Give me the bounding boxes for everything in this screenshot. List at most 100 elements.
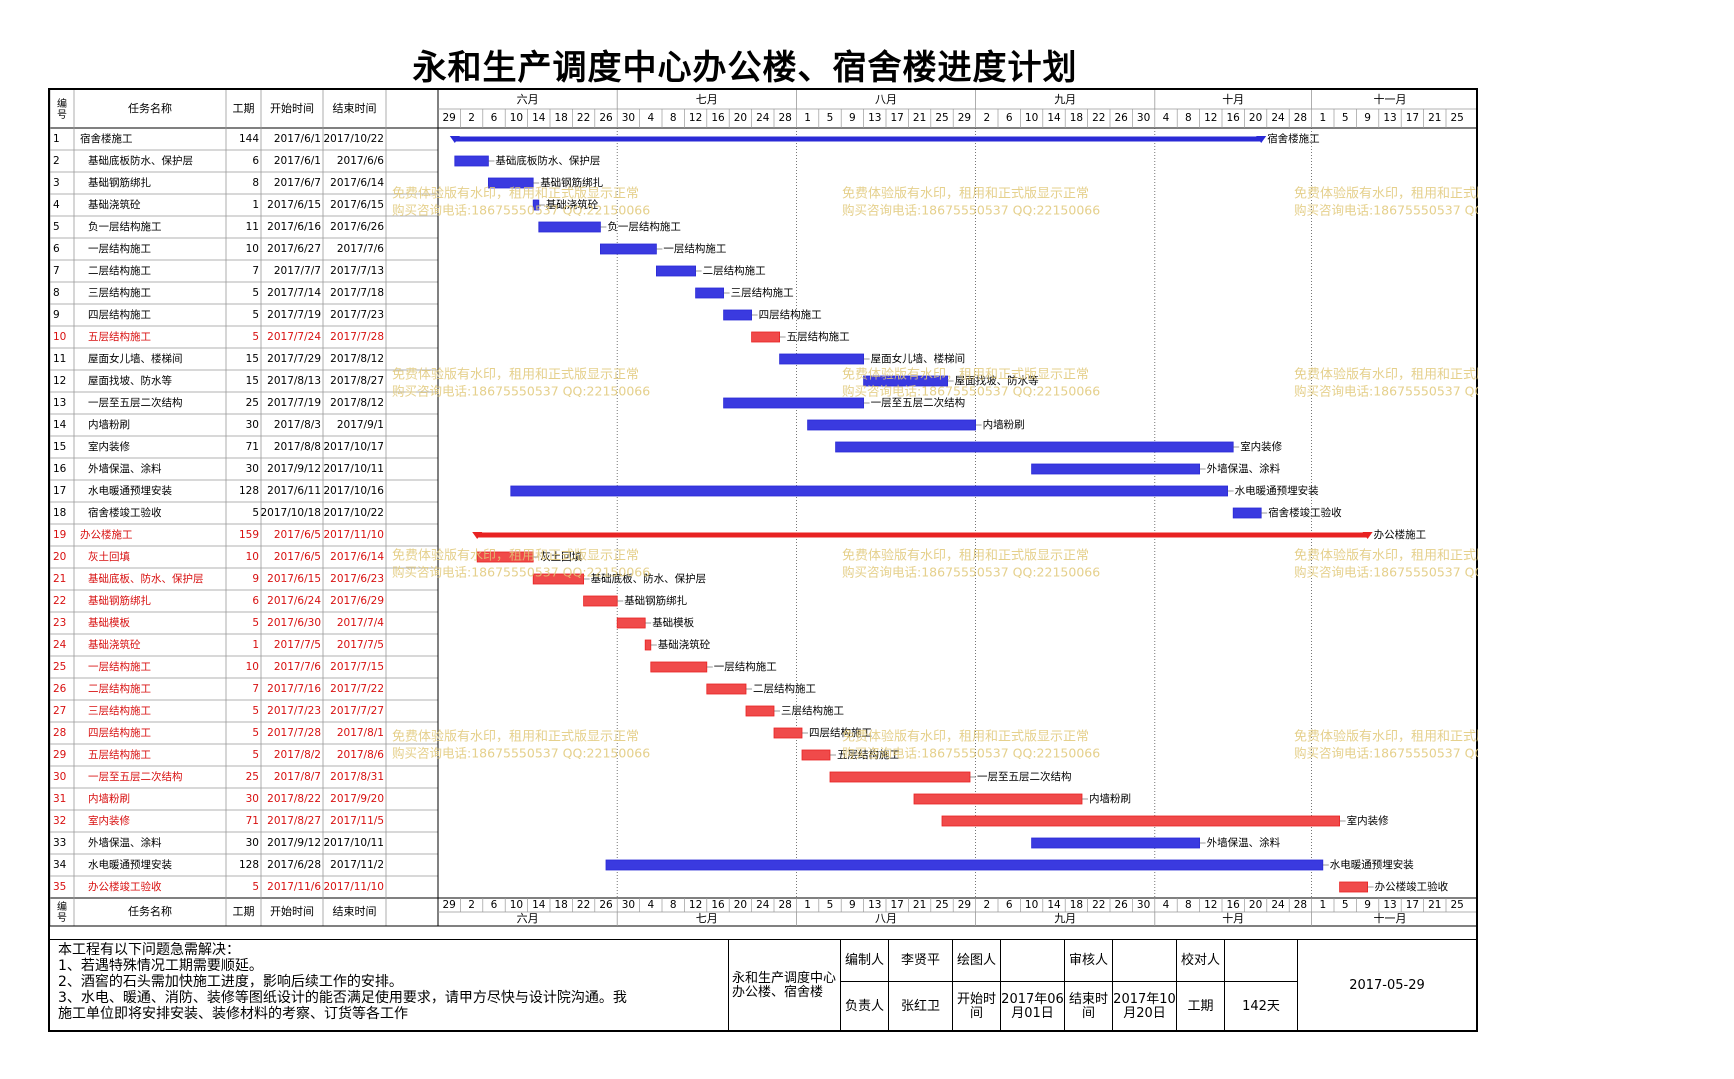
task-bar bbox=[695, 287, 724, 299]
task-start: 2017/11/6 bbox=[267, 881, 321, 893]
task-bar bbox=[801, 749, 831, 761]
task-id: 27 bbox=[53, 705, 66, 717]
tick-label: 4 bbox=[1163, 112, 1170, 124]
bar-label: 四层结构施工 bbox=[759, 308, 822, 321]
tick-label: 26 bbox=[599, 112, 613, 124]
reviewer-label: 审核人 bbox=[1064, 940, 1112, 982]
tick-label: 18 bbox=[1070, 112, 1083, 124]
task-duration: 10 bbox=[246, 243, 259, 255]
tick-label: 10 bbox=[1025, 899, 1038, 911]
tick-label: 2 bbox=[983, 899, 990, 911]
tick-label: 24 bbox=[1271, 899, 1285, 911]
task-duration: 10 bbox=[246, 551, 259, 563]
watermark-text: 购买咨询电话:18675550537 QQ:22150066 bbox=[1294, 384, 1478, 399]
task-end: 2017/7/13 bbox=[330, 265, 384, 277]
bar-label: 二层结构施工 bbox=[753, 682, 816, 695]
task-name: 一层结构施工 bbox=[88, 660, 151, 673]
task-id: 6 bbox=[53, 243, 60, 255]
tick-label: 12 bbox=[1204, 899, 1217, 911]
task-bar bbox=[779, 353, 864, 365]
tick-label: 16 bbox=[1227, 112, 1241, 124]
task-bar bbox=[723, 397, 864, 409]
tick-label: 10 bbox=[510, 112, 523, 124]
task-bar bbox=[1339, 881, 1368, 893]
tick-label: 6 bbox=[1006, 899, 1013, 911]
task-id: 25 bbox=[53, 661, 66, 673]
bar-label: 水电暖通预埋安装 bbox=[1330, 858, 1414, 871]
task-start: 2017/6/28 bbox=[267, 859, 321, 871]
task-bar bbox=[487, 177, 534, 189]
summary-start-marker bbox=[472, 532, 483, 539]
tick-label: 10 bbox=[510, 899, 523, 911]
bar-label: 基础模板 bbox=[652, 616, 694, 629]
tick-label: 9 bbox=[1364, 899, 1371, 911]
task-duration: 7 bbox=[252, 683, 259, 695]
tick-label: 30 bbox=[622, 112, 635, 124]
task-duration: 5 bbox=[252, 331, 259, 343]
tick-label: 1 bbox=[1319, 899, 1326, 911]
task-id: 17 bbox=[53, 485, 66, 497]
task-start: 2017/6/7 bbox=[274, 177, 321, 189]
tick-label: 22 bbox=[577, 899, 590, 911]
bar-label: 一层至五层二次结构 bbox=[871, 396, 966, 409]
bar-label: 办公楼施工 bbox=[1374, 528, 1427, 541]
task-id: 10 bbox=[53, 331, 66, 343]
task-name: 二层结构施工 bbox=[88, 682, 151, 695]
tick-label: 2 bbox=[468, 899, 475, 911]
task-duration: 15 bbox=[246, 353, 259, 365]
tick-label: 14 bbox=[532, 112, 546, 124]
month-label: 八月 bbox=[875, 93, 897, 106]
month-label: 十月 bbox=[1222, 92, 1244, 106]
task-duration: 128 bbox=[239, 485, 259, 497]
watermark-text: 购买咨询电话:18675550537 QQ:22150066 bbox=[1294, 746, 1478, 761]
tick-label: 30 bbox=[622, 899, 635, 911]
watermark-text: 购买咨询电话:18675550537 QQ:22150066 bbox=[842, 565, 1100, 580]
task-end: 2017/6/6 bbox=[337, 155, 384, 167]
task-duration: 5 bbox=[252, 617, 259, 629]
task-end: 2017/7/28 bbox=[330, 331, 384, 343]
task-end: 2017/7/22 bbox=[330, 683, 384, 695]
task-bar bbox=[835, 441, 1234, 453]
tick-label: 25 bbox=[935, 899, 948, 911]
task-bar bbox=[706, 683, 747, 695]
task-duration: 5 bbox=[252, 727, 259, 739]
task-start: 2017/7/19 bbox=[267, 397, 321, 409]
tick-label: 16 bbox=[711, 112, 725, 124]
task-id: 9 bbox=[53, 309, 60, 321]
chart-frame bbox=[48, 88, 1478, 1032]
task-end: 2017/11/2 bbox=[330, 859, 384, 871]
task-name: 基础模板 bbox=[88, 616, 130, 629]
task-id: 1 bbox=[53, 133, 60, 145]
bar-label: 三层结构施工 bbox=[781, 704, 844, 717]
task-bar bbox=[605, 859, 1324, 871]
task-name: 基础浇筑砼 bbox=[88, 638, 141, 651]
editor-label: 编制人 bbox=[840, 940, 888, 982]
tick-label: 8 bbox=[670, 112, 677, 124]
task-name: 水电暖通预埋安装 bbox=[88, 484, 172, 497]
tick-label: 8 bbox=[1185, 899, 1192, 911]
task-name: 三层结构施工 bbox=[88, 704, 151, 717]
bar-label: 室内装修 bbox=[1240, 440, 1282, 453]
task-duration: 5 bbox=[252, 287, 259, 299]
note-line: 3、水电、暖通、消防、装修等图纸设计的能否满足使用要求，请甲方尽快与设计院沟通。… bbox=[58, 990, 627, 1006]
tick-label: 9 bbox=[849, 112, 856, 124]
task-id: 16 bbox=[53, 463, 67, 475]
task-bar bbox=[773, 727, 803, 739]
task-name: 基础浇筑砼 bbox=[88, 198, 141, 211]
task-start: 2017/6/1 bbox=[274, 155, 321, 167]
header-no: 号 bbox=[57, 109, 67, 121]
task-duration: 30 bbox=[246, 793, 259, 805]
task-id: 19 bbox=[53, 529, 66, 541]
task-duration: 6 bbox=[252, 595, 259, 607]
task-name: 一层结构施工 bbox=[88, 242, 151, 255]
footer-header-no: 号 bbox=[57, 912, 67, 924]
bar-label: 室内装修 bbox=[1347, 814, 1389, 827]
bar-label: 一层至五层二次结构 bbox=[977, 770, 1072, 783]
task-end: 2017/7/23 bbox=[330, 309, 384, 321]
task-name: 屋面女儿墙、楼梯间 bbox=[88, 352, 183, 365]
month-label: 十月 bbox=[1222, 911, 1244, 925]
tick-label: 22 bbox=[1092, 112, 1105, 124]
task-end: 2017/9/20 bbox=[330, 793, 384, 805]
task-start: 2017/7/5 bbox=[274, 639, 321, 651]
page-title: 永和生产调度中心办公楼、宿舍楼进度计划 bbox=[412, 48, 1078, 88]
